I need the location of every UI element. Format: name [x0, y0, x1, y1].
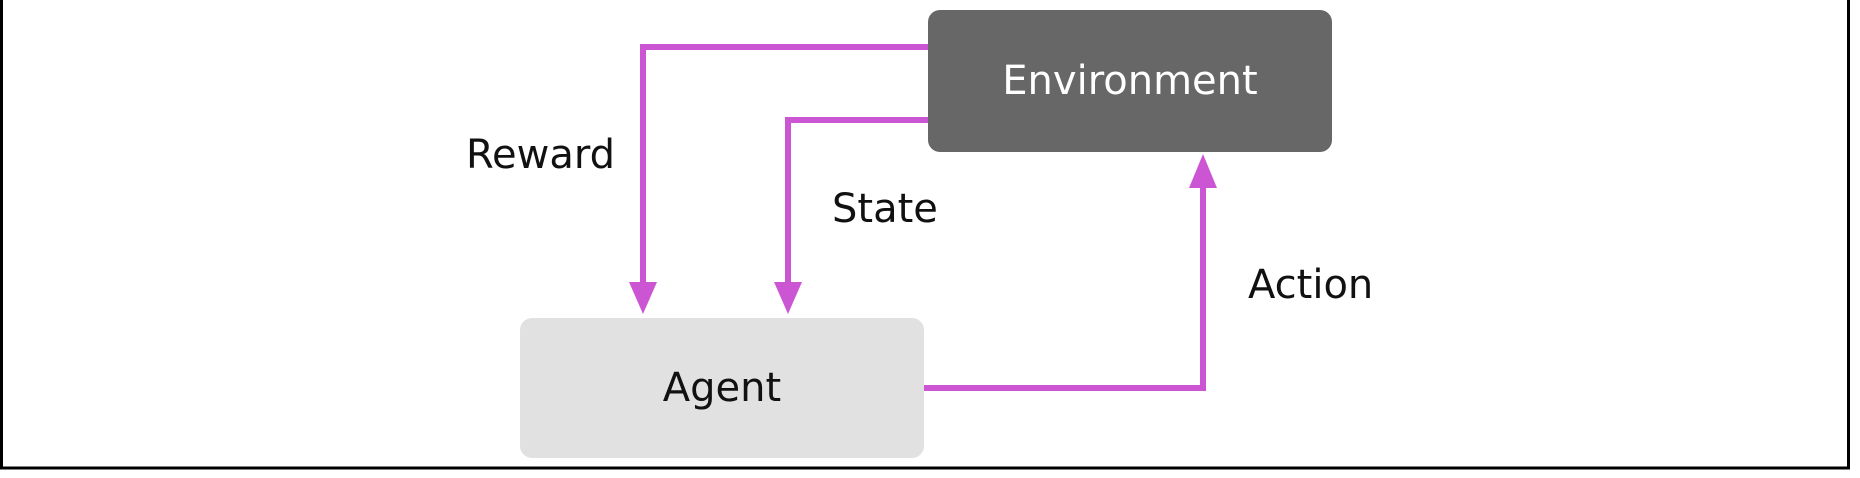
environment-node: Environment [928, 10, 1332, 152]
state-edge-label: State [832, 186, 938, 232]
state-arrow [785, 117, 928, 290]
action-arrow [924, 182, 1206, 391]
action-edge-label: Action [1248, 262, 1374, 308]
state-arrowhead [774, 282, 802, 314]
reward-arrow [640, 44, 928, 290]
reward-edge-label: Reward [466, 132, 615, 178]
environment-label: Environment [1002, 58, 1258, 104]
agent-node: Agent [520, 318, 924, 458]
agent-label: Agent [662, 365, 782, 411]
reward-arrowhead [629, 282, 657, 314]
action-arrowhead [1189, 154, 1217, 188]
